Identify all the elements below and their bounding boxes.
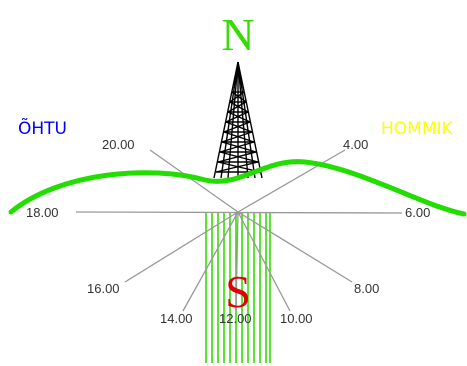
hour-line-4 [237, 149, 346, 213]
hour-line-14 [182, 211, 239, 312]
hour-label-12: 12.00 [219, 311, 252, 326]
hour-line-16 [124, 211, 239, 283]
hour-label-10: 10.00 [280, 311, 313, 326]
hour-label-18: 18.00 [26, 205, 59, 220]
south-label: S [225, 266, 251, 317]
hour-label-8: 8.00 [354, 281, 379, 296]
north-label: N [221, 9, 254, 60]
hour-label-16: 16.00 [87, 281, 120, 296]
hour-lines [75, 149, 403, 312]
hour-label-6: 6.00 [405, 205, 430, 220]
hour-line-12 [235, 211, 239, 312]
hour-line-8 [237, 211, 353, 283]
hour-line-10 [237, 211, 291, 312]
hour-label-14: 14.00 [160, 311, 193, 326]
morning-label: HOMMIK [381, 119, 454, 139]
hour-label-4: 4.00 [343, 137, 368, 152]
hour-line-20 [149, 149, 239, 213]
horizon-wave [8, 159, 467, 217]
tower [213, 61, 263, 179]
hour-label-20: 20.00 [102, 137, 135, 152]
evening-label: ÕHTU [18, 117, 67, 139]
